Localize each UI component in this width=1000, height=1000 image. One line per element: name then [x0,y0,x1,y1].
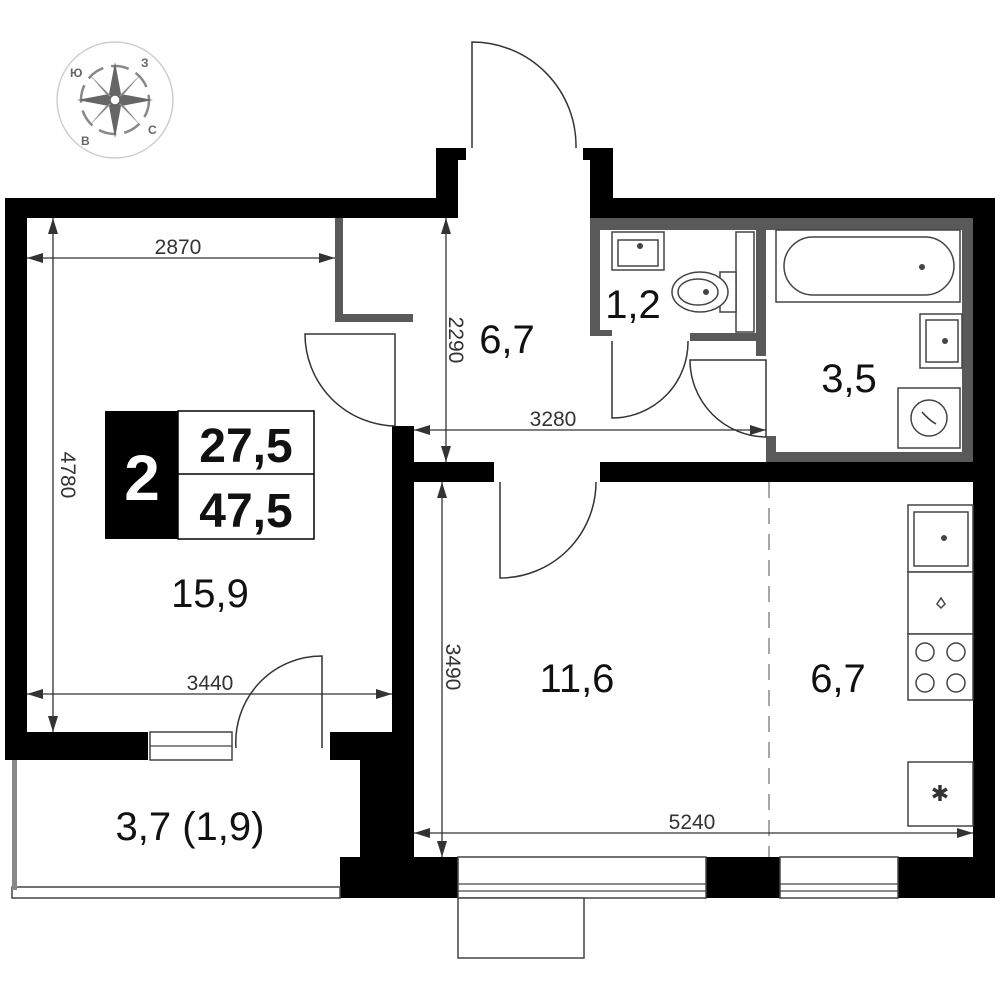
kitchen-sink-icon [907,504,974,573]
dimension-labels: 2870 4780 2290 3280 3440 3490 5240 [56,236,715,834]
cooktop-icon [907,633,974,701]
rooms-count: 2 [124,442,160,514]
room-area-bathroom: 3,5 [821,357,877,401]
dim-3280: 3280 [530,408,577,431]
room-area-kitchen: 6,7 [810,657,866,701]
bathtub-icon [775,229,961,303]
fridge-icon: ✱ [907,761,974,827]
dim-4780: 4780 [56,452,79,499]
room-area-toilet: 1,2 [605,283,661,327]
washing-machine-icon [897,387,961,449]
room-area-balcony: 3,7 (1,9) [116,805,265,849]
compass-label-e-ru: В [81,134,90,148]
dim-3490: 3490 [441,644,464,691]
dim-2870: 2870 [155,236,202,259]
room-labels: 15,9 6,7 1,2 3,5 11,6 6,7 3,7 (1,9) [116,283,877,849]
compass-label-s-ru: Ю [70,66,82,80]
toilet-icon [671,271,737,313]
room-area-hallway: 6,7 [479,318,535,362]
living-area: 27,5 [199,420,292,473]
doors [235,41,767,749]
windows [11,731,899,959]
dim-2290: 2290 [444,317,467,364]
dim-3440: 3440 [187,672,234,695]
dim-5240: 5240 [669,811,716,834]
compass-rose: Ю З В С [56,41,174,159]
svg-text:✱: ✱ [931,782,949,807]
compass-label-w-ru: З [141,56,149,70]
area-badge: 2 27,5 47,5 [105,410,315,540]
total-area: 47,5 [199,485,292,538]
dimension-lines [27,218,973,857]
room-area-living-room: 11,6 [540,657,615,701]
room-area-bedroom: 15,9 [171,572,249,616]
fixtures: ✱ [611,229,974,857]
compass-label-n-ru: С [148,123,157,137]
inner-walls [335,218,973,462]
exterior-walls [5,148,995,898]
compass-arrow-icon [109,62,121,100]
